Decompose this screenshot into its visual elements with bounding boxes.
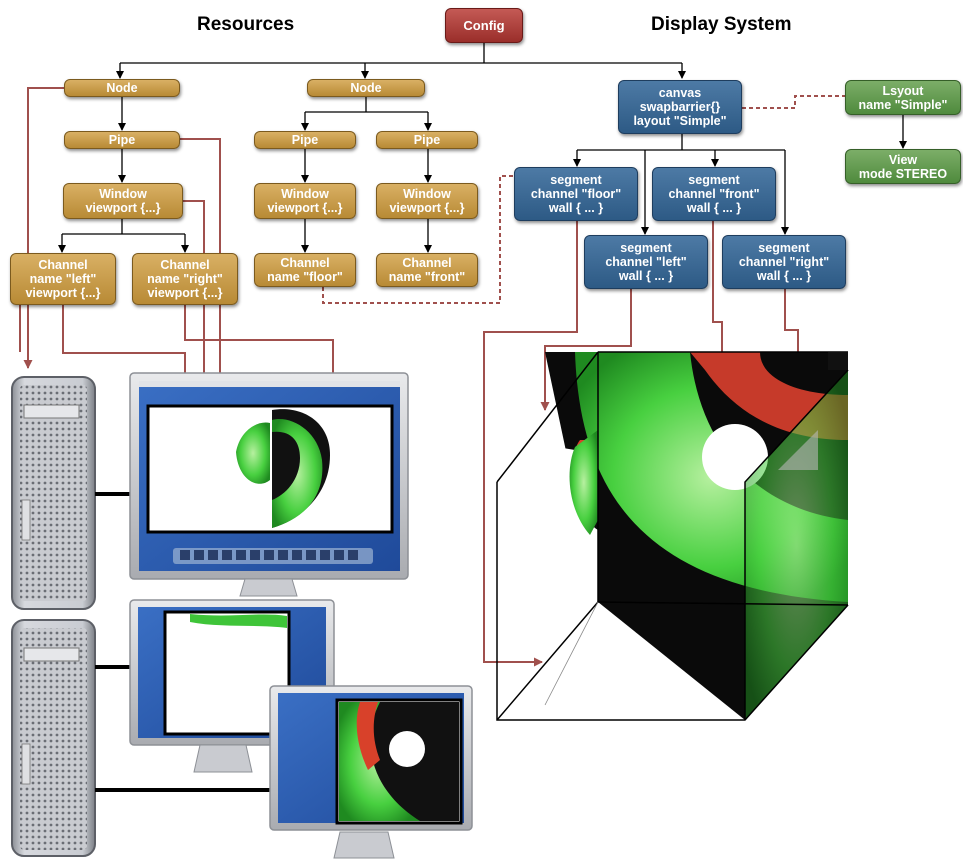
canvas-box-line: layout "Simple" bbox=[633, 114, 727, 128]
display-room-illustration bbox=[496, 351, 849, 721]
pipe-box-line: Pipe bbox=[108, 133, 136, 147]
canvas-box: canvas swapbarrier{} layout "Simple" bbox=[618, 80, 742, 134]
config-box: Config bbox=[445, 8, 523, 43]
channel-box-line: viewport {...} bbox=[25, 286, 101, 300]
segment-floor-box: segment channel "floor" wall { ... } bbox=[514, 167, 638, 221]
segment-box-line: segment bbox=[550, 173, 602, 187]
segment-box-line: segment bbox=[620, 241, 672, 255]
segment-box-line: wall { ... } bbox=[686, 201, 742, 215]
resources-heading: Resources bbox=[197, 14, 295, 35]
channel-box-line: name "floor" bbox=[267, 270, 343, 284]
channel-box-line: Channel bbox=[160, 258, 210, 272]
segment-box-line: segment bbox=[688, 173, 740, 187]
computer-tower-icon bbox=[11, 619, 270, 857]
view-box-line: View bbox=[888, 152, 918, 167]
segment-box-line: channel "front" bbox=[668, 187, 760, 201]
computer-tower-icon bbox=[11, 376, 130, 610]
segment-front-box: segment channel "front" wall { ... } bbox=[652, 167, 776, 221]
pipe-box-line: Pipe bbox=[291, 133, 319, 147]
channel-left-box: Channel name "left" viewport {...} bbox=[10, 253, 116, 305]
segment-box-line: wall { ... } bbox=[756, 269, 812, 283]
pipe-box: Pipe bbox=[376, 131, 478, 149]
monitor-icon bbox=[269, 685, 473, 859]
channel-box-line: name "right" bbox=[147, 272, 223, 286]
channel-box-line: Channel bbox=[402, 256, 452, 270]
node-box: Node bbox=[307, 79, 425, 97]
pipe-box-line: Pipe bbox=[413, 133, 441, 147]
node-box: Node bbox=[64, 79, 180, 97]
segment-box-line: channel "left" bbox=[605, 255, 687, 269]
view-box-line: mode STEREO bbox=[858, 166, 948, 181]
channel-front-box: Channel name "front" bbox=[376, 253, 478, 287]
layout-box-line: name "Simple" bbox=[858, 97, 948, 112]
window-box: Window viewport {...} bbox=[376, 183, 478, 219]
channel-floor-box: Channel name "floor" bbox=[254, 253, 356, 287]
node-box-line: Node bbox=[106, 81, 138, 95]
segment-left-box: segment channel "left" wall { ... } bbox=[584, 235, 708, 289]
window-box-line: Window bbox=[281, 187, 329, 201]
pipe-box: Pipe bbox=[254, 131, 356, 149]
channel-box-line: name "front" bbox=[388, 270, 466, 284]
segment-box-line: segment bbox=[758, 241, 810, 255]
channel-box-line: Channel bbox=[280, 256, 330, 270]
pipe-box: Pipe bbox=[64, 131, 180, 149]
window-box-line: viewport {...} bbox=[389, 201, 465, 215]
window-box-line: Window bbox=[99, 187, 147, 201]
segment-box-line: wall { ... } bbox=[618, 269, 674, 283]
channel-box-line: name "left" bbox=[29, 272, 97, 286]
canvas-box-line: canvas bbox=[658, 86, 702, 100]
monitor-icon bbox=[129, 372, 409, 597]
segment-box-line: wall { ... } bbox=[548, 201, 604, 215]
layout-box-line: Lsyout bbox=[882, 83, 924, 98]
channel-box-line: Channel bbox=[38, 258, 88, 272]
channel-box-line: viewport {...} bbox=[147, 286, 223, 300]
view-box: View mode STEREO bbox=[845, 149, 961, 184]
channel-right-box: Channel name "right" viewport {...} bbox=[132, 253, 238, 305]
segment-right-box: segment channel "right" wall { ... } bbox=[722, 235, 846, 289]
window-box: Window viewport {...} bbox=[254, 183, 356, 219]
window-box-line: viewport {...} bbox=[85, 201, 161, 215]
window-box-line: viewport {...} bbox=[267, 201, 343, 215]
canvas-box-line: swapbarrier{} bbox=[639, 100, 721, 114]
tree-lines bbox=[58, 43, 907, 253]
dashed-links bbox=[322, 95, 845, 304]
layout-box: Lsyout name "Simple" bbox=[845, 80, 961, 115]
window-box: Window viewport {...} bbox=[63, 183, 183, 219]
config-box-line: Config bbox=[463, 17, 505, 33]
segment-box-line: channel "right" bbox=[738, 255, 830, 269]
segment-box-line: channel "floor" bbox=[530, 187, 622, 201]
window-box-line: Window bbox=[403, 187, 451, 201]
display-system-heading: Display System bbox=[651, 14, 792, 35]
node-box-line: Node bbox=[350, 81, 382, 95]
